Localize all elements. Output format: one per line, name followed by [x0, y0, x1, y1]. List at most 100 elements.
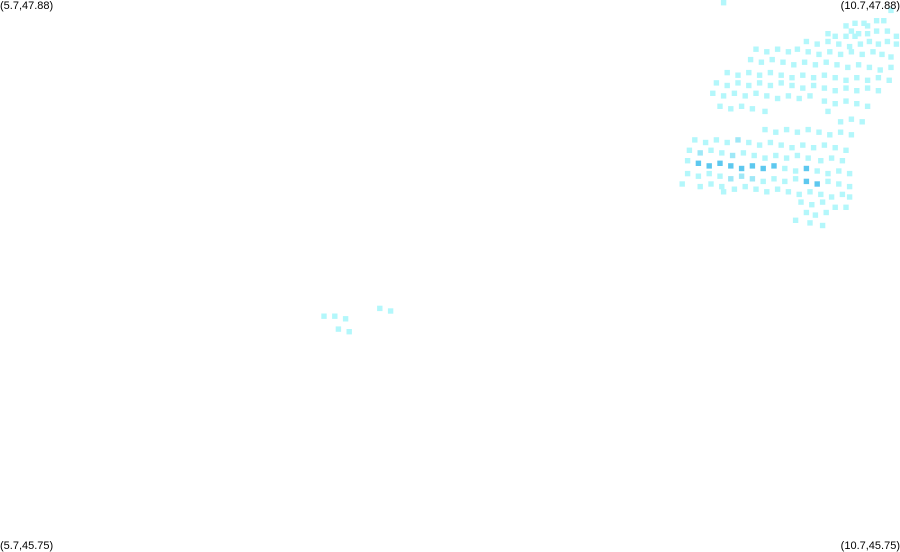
data-cell-low: [810, 75, 817, 81]
data-cell-low: [848, 132, 855, 138]
data-cell-low: [684, 158, 691, 164]
data-cell-low: [778, 72, 784, 78]
data-cell-low: [764, 189, 770, 195]
data-cell-high: [728, 163, 734, 169]
data-cell-low: [758, 59, 765, 65]
data-cell-low: [767, 82, 774, 89]
data-cell-low: [828, 194, 835, 200]
data-cell-low: [807, 93, 813, 99]
data-cell-low: [893, 41, 900, 47]
data-cell-low: [780, 59, 786, 65]
data-cell-low: [877, 67, 883, 73]
data-cell-low: [773, 129, 779, 135]
data-cell-low: [821, 72, 828, 78]
data-cell-low: [825, 38, 831, 45]
data-cell-low: [778, 80, 784, 86]
data-cell-low: [884, 38, 891, 45]
data-cell-low: [756, 142, 763, 148]
data-cell-low: [738, 103, 745, 109]
data-cell-low: [827, 49, 833, 55]
data-cell-low: [791, 62, 797, 68]
corner-label-top-left: (5.7,47.88): [0, 0, 54, 12]
data-cell-low: [789, 82, 795, 89]
data-cell-low: [839, 191, 846, 198]
data-cell-low: [792, 217, 799, 223]
data-cell-low: [818, 158, 824, 164]
data-cell-low: [810, 82, 817, 89]
data-cell-low: [823, 209, 829, 216]
data-cell-low: [812, 212, 819, 218]
data-cell-low: [884, 28, 891, 34]
data-cell-low: [720, 0, 727, 6]
data-cell-low: [852, 33, 858, 39]
data-cell-low: [843, 77, 849, 83]
data-cell-low: [742, 183, 748, 190]
data-cell-low: [846, 43, 853, 50]
data-cell-low: [708, 147, 714, 153]
data-cell-low: [742, 93, 748, 99]
data-cell-low: [864, 23, 871, 29]
data-cell-low: [861, 20, 867, 26]
data-cell-low: [832, 33, 838, 39]
data-cell-low: [794, 152, 801, 159]
data-cell-high: [749, 163, 756, 169]
data-cell-high: [717, 160, 723, 166]
data-cell-medium: [729, 152, 736, 159]
data-cell-low: [845, 64, 851, 71]
data-cell-low: [810, 145, 817, 151]
data-cell-low: [836, 168, 842, 174]
data-cell-low: [816, 129, 822, 135]
data-cell-low: [854, 75, 860, 81]
data-cell-low: [720, 93, 727, 99]
data-cell-low: [789, 75, 795, 81]
data-cell-low: [719, 183, 725, 190]
data-cell-low: [767, 69, 774, 76]
data-cell-low: [792, 168, 799, 174]
data-cell-low: [764, 49, 770, 55]
data-cell-low: [785, 49, 792, 55]
data-cell-low: [769, 56, 775, 63]
data-cell-high: [706, 163, 712, 169]
data-cell-low: [857, 41, 864, 47]
data-cell-low: [825, 31, 831, 37]
data-cell-low: [803, 209, 810, 216]
data-cell-low: [825, 170, 831, 177]
data-cell-low: [800, 142, 806, 148]
data-cell-low: [834, 62, 840, 68]
data-cell-low: [805, 126, 811, 133]
data-cell-low: [342, 316, 349, 322]
data-cell-low: [767, 139, 774, 146]
data-cell-low: [771, 176, 777, 182]
data-cell-low: [731, 186, 738, 192]
data-cell-low: [864, 31, 871, 37]
data-cell-low: [805, 155, 811, 161]
data-cell-low: [816, 51, 822, 58]
data-cell-low: [679, 181, 685, 187]
data-cell-low: [753, 90, 759, 96]
data-cell-low: [792, 176, 799, 182]
data-cell-low: [832, 101, 838, 107]
data-cell-low: [692, 137, 698, 143]
data-cell-low: [837, 119, 844, 125]
data-cell-low: [785, 93, 792, 99]
data-cell-high: [803, 178, 810, 185]
data-cell-low: [746, 139, 752, 146]
data-cell-low: [843, 98, 849, 104]
data-cell-low: [724, 82, 730, 89]
data-cell-low: [875, 88, 882, 94]
data-cell-low: [724, 139, 730, 146]
data-cell-low: [740, 150, 747, 156]
data-cell-low: [684, 170, 691, 177]
data-cell-low: [846, 194, 853, 200]
data-cell-high: [803, 165, 810, 172]
data-cell-low: [846, 183, 853, 190]
data-cell-low: [821, 142, 828, 148]
data-cell-low: [762, 155, 768, 161]
data-cell-low: [764, 93, 770, 99]
data-cell-low: [846, 170, 853, 177]
data-cell-high: [760, 165, 766, 172]
data-cell-low: [836, 181, 842, 187]
data-cell-low: [843, 23, 849, 29]
data-cell-low: [735, 80, 741, 86]
data-cell-low: [782, 165, 788, 172]
